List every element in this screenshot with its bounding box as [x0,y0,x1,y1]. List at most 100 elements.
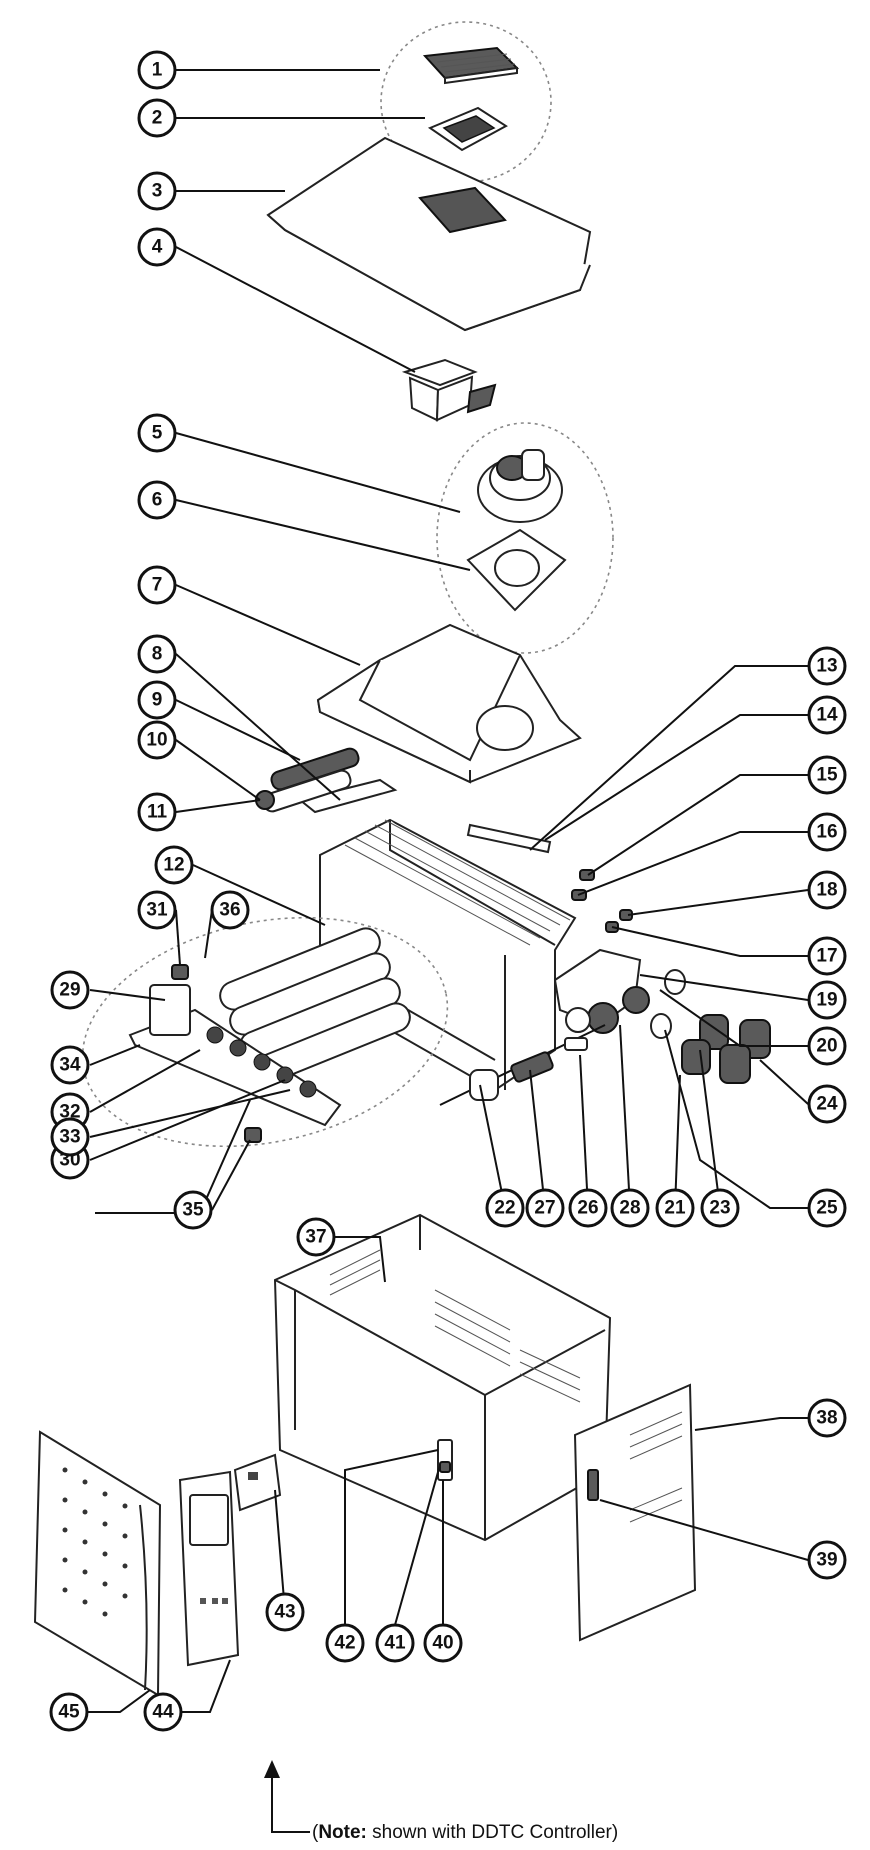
svg-text:4: 4 [152,237,163,258]
svg-text:36: 36 [219,900,240,921]
callout-34: 34 [50,1045,90,1085]
part-burner-tray [128,927,411,1143]
svg-text:34: 34 [59,1055,81,1076]
part-burner-manifold [255,747,360,813]
svg-text:16: 16 [816,822,837,843]
svg-text:14: 14 [816,705,838,726]
note-text: (Note: shown with DDTC Controller) [312,1822,618,1843]
part-filter [427,106,508,152]
svg-text:8: 8 [152,644,163,665]
callout-24: 24 [807,1084,847,1124]
callout-20: 20 [807,1026,847,1066]
svg-text:17: 17 [816,946,837,967]
callout-33-marker: 33 [50,1117,90,1157]
callout-41: 41 [375,1623,415,1663]
callout-10: 10 [137,720,177,760]
callout-11: 11 [137,792,177,832]
svg-text:43: 43 [274,1602,295,1623]
callout-12: 12 [154,845,194,885]
part-flue-hood [316,623,582,784]
svg-text:42: 42 [334,1633,355,1654]
group-outline-blower [436,422,614,654]
part-cabinet [273,1213,612,1542]
callout-39: 39 [807,1540,847,1580]
svg-text:7: 7 [152,575,163,596]
svg-text:41: 41 [384,1633,406,1654]
part-top-cover [266,136,592,332]
callout-17: 17 [807,936,847,976]
callout-21: 21 [655,1188,695,1228]
svg-text:39: 39 [816,1550,837,1571]
svg-text:40: 40 [432,1633,453,1654]
svg-text:45: 45 [58,1702,80,1723]
svg-text:33: 33 [59,1127,80,1148]
part-blower [477,449,563,523]
part-water-header [553,948,650,1034]
callout-16: 16 [807,812,847,852]
callout-22: 22 [485,1188,525,1228]
svg-text:23: 23 [709,1198,730,1219]
callout-40: 40 [423,1623,463,1663]
svg-text:13: 13 [816,656,837,677]
callout-14: 14 [807,695,847,735]
svg-text:26: 26 [577,1198,598,1219]
callout-7: 7 [137,565,177,605]
callout-26: 26 [568,1188,608,1228]
callout-19: 19 [807,980,847,1020]
svg-text:18: 18 [816,880,837,901]
svg-text:20: 20 [816,1036,837,1057]
part-blower-gasket [466,528,567,612]
part-heat-shield [466,823,552,854]
svg-text:6: 6 [152,490,163,511]
svg-text:31: 31 [146,900,168,921]
callout-5: 5 [137,413,177,453]
svg-text:21: 21 [664,1198,686,1219]
svg-text:19: 19 [816,990,837,1011]
svg-text:12: 12 [163,855,184,876]
svg-text:11: 11 [147,802,168,823]
svg-text:22: 22 [494,1198,515,1219]
part-side-panel [573,1383,697,1642]
svg-text:15: 15 [816,765,838,786]
callout-4: 4 [137,227,177,267]
part-control-bezel [178,1470,240,1667]
callout-45: 45 [49,1692,89,1732]
callout-37: 37 [296,1217,336,1257]
svg-text:37: 37 [305,1227,326,1248]
svg-text:38: 38 [816,1408,837,1429]
callout-44: 44 [143,1692,183,1732]
svg-text:44: 44 [152,1702,174,1723]
part-controller-plate [233,1453,282,1512]
part-bypass-assembly [439,1024,606,1106]
callout-1: 1 [137,50,177,90]
callout-27: 27 [525,1188,565,1228]
callout-36: 36 [210,890,250,930]
part-flue-collar [401,358,497,422]
svg-text:3: 3 [152,181,163,202]
callout-43: 43 [265,1592,305,1632]
callout-25: 25 [807,1188,847,1228]
callout-8: 8 [137,634,177,674]
callout-28: 28 [610,1188,650,1228]
part-grille [422,46,520,85]
callout-2: 2 [137,98,177,138]
callout-18: 18 [807,870,847,910]
note-arrow [264,1760,310,1833]
callout-3: 3 [137,171,177,211]
callout-9: 9 [137,680,177,720]
svg-text:29: 29 [59,980,80,1001]
part-front-door [33,1430,162,1697]
svg-text:10: 10 [146,730,167,751]
callout-42: 42 [325,1623,365,1663]
callout-15: 15 [807,755,847,795]
svg-text:28: 28 [619,1198,640,1219]
callout-38: 38 [807,1398,847,1438]
group-outline-filter [380,21,552,183]
callout-31: 31 [137,890,177,930]
svg-text:2: 2 [152,108,163,129]
part-fittings [571,869,633,933]
svg-text:9: 9 [152,690,163,711]
leader-lines [88,69,809,1713]
